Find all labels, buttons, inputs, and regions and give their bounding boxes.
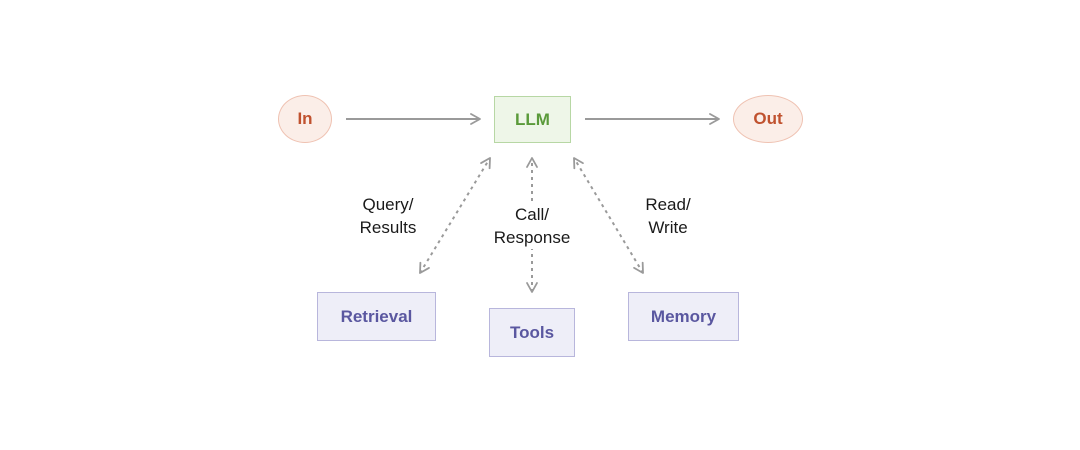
retrieval-edge-label-line2: Results xyxy=(359,218,417,237)
input-node-label: In xyxy=(297,109,313,128)
tools-edge-label-line1: Call/ xyxy=(514,205,549,224)
retrieval-node: Retrieval xyxy=(317,292,436,341)
memory-node: Memory xyxy=(628,292,739,341)
retrieval-edge-label: Query/ Results xyxy=(340,193,436,239)
memory-node-label: Memory xyxy=(650,306,717,326)
retrieval-bidirectional-arrow xyxy=(419,157,491,274)
output-node-label: Out xyxy=(753,109,783,128)
input-node: In xyxy=(278,95,332,143)
retrieval-edge-label-line1: Query/ xyxy=(362,195,414,214)
retrieval-node-label: Retrieval xyxy=(340,306,413,326)
llm-node-label: LLM xyxy=(515,109,550,129)
tools-node-label: Tools xyxy=(509,322,555,342)
output-node: Out xyxy=(733,95,803,143)
tools-edge-label: Call/ Response xyxy=(484,203,580,249)
memory-bidirectional-arrow xyxy=(573,157,644,274)
tools-node: Tools xyxy=(489,308,575,357)
tools-edge-label-line2: Response xyxy=(493,228,571,247)
llm-node: LLM xyxy=(494,96,571,143)
memory-edge-label-line1: Read/ xyxy=(645,195,691,214)
memory-edge-label: Read/ Write xyxy=(620,193,716,239)
memory-edge-label-line2: Write xyxy=(648,218,688,237)
